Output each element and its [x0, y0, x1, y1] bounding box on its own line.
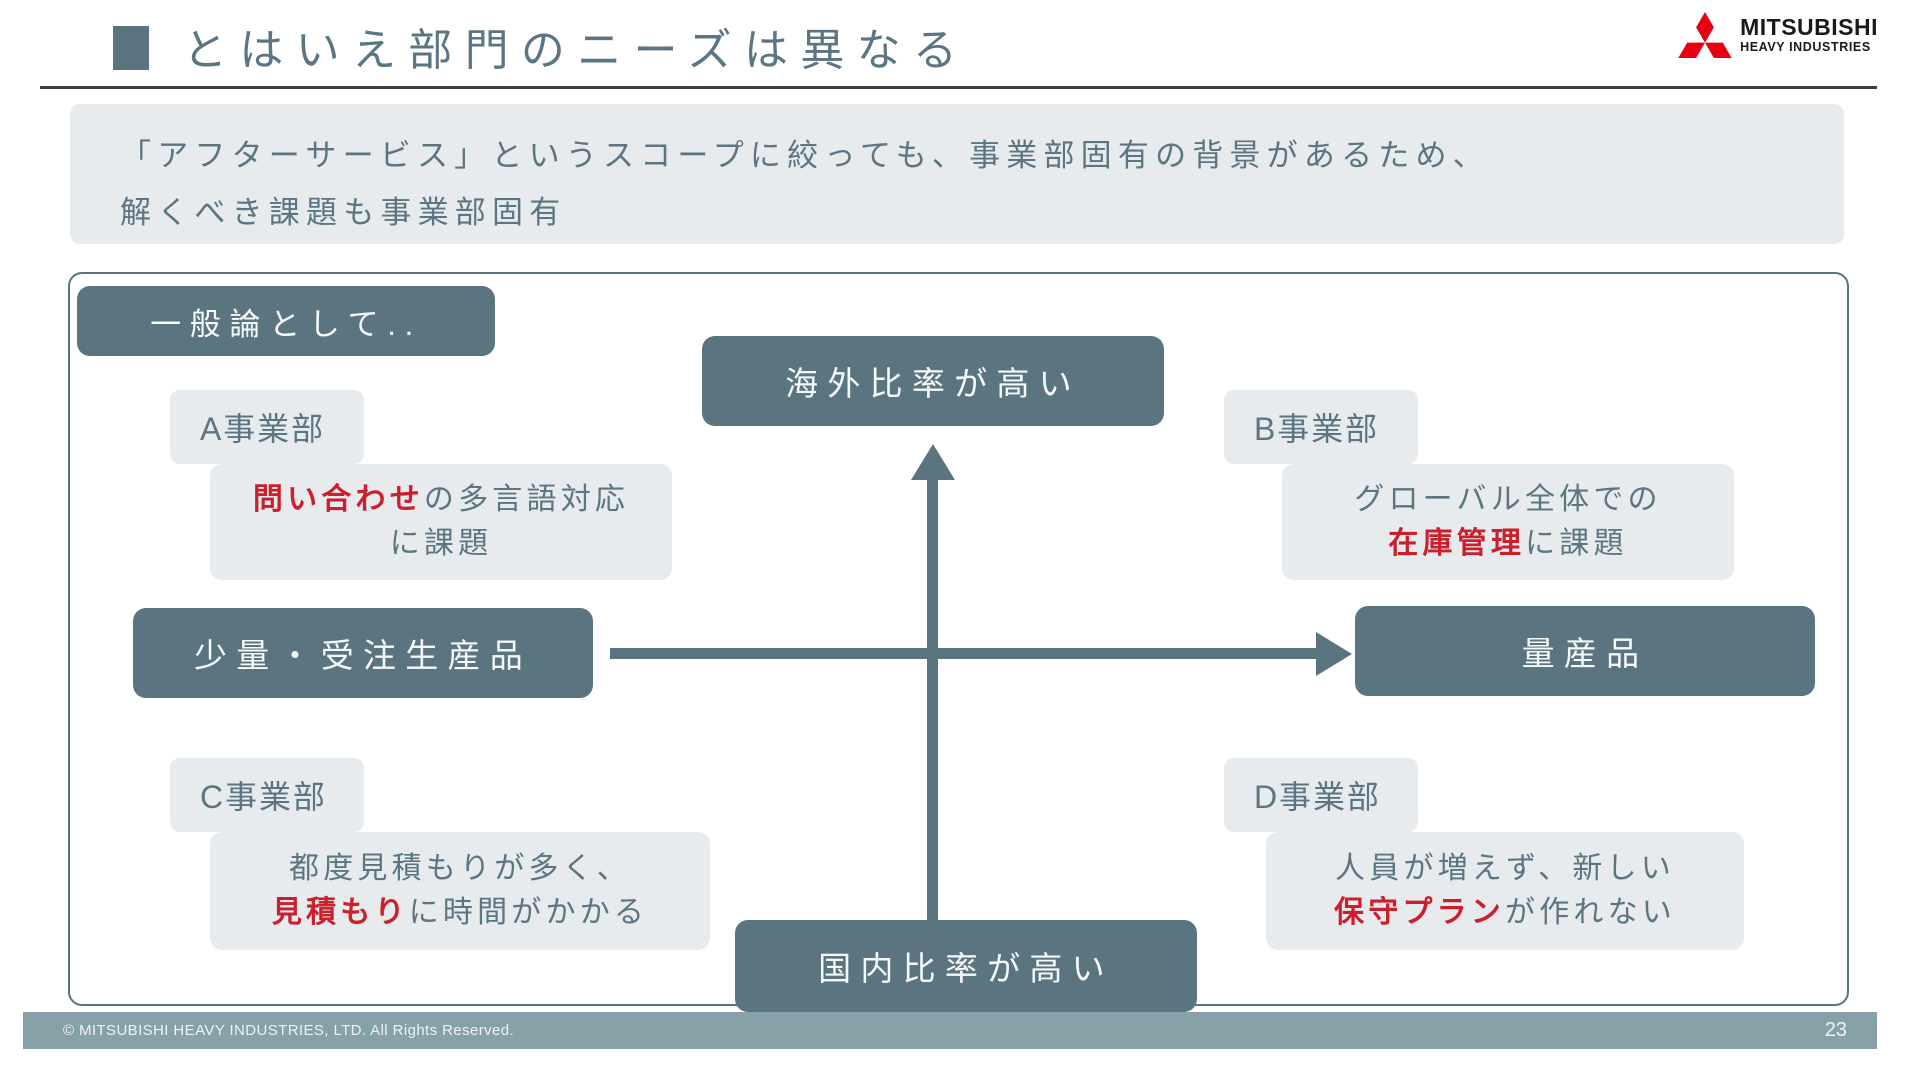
division-a-note: 問い合わせの多言語対応 に課題 [210, 464, 672, 580]
note-line: グローバル全体での [1282, 478, 1734, 522]
note-line: 人員が増えず、新しい [1266, 847, 1744, 891]
vertical-axis-line [927, 474, 938, 924]
note-line: 問い合わせの多言語対応 [210, 478, 672, 522]
note-text: に課題 [389, 527, 493, 560]
footer-band: © MITSUBISHI HEAVY INDUSTRIES, LTD. All … [23, 1012, 1877, 1049]
note-line: に課題 [210, 522, 672, 566]
note-text: に時間がかかる [408, 896, 649, 929]
axis-bottom-label: 国内比率が高い [735, 920, 1197, 1012]
note-text: 都度見積もりが多く、 [289, 852, 631, 885]
axis-top-label: 海外比率が高い [702, 336, 1164, 426]
mitsubishi-three-diamonds-icon [1678, 12, 1732, 58]
horizontal-axis-line [610, 648, 1318, 659]
lead-line-1: 「アフターサービス」というスコープに絞っても、事業部固有の背景があるため、 [120, 138, 1490, 173]
title-bullet-square [113, 26, 149, 70]
note-line: 保守プランが作れない [1266, 891, 1744, 935]
copyright-text: © MITSUBISHI HEAVY INDUSTRIES, LTD. All … [63, 1022, 515, 1039]
page-title: とはいえ部門のニーズは異なる [183, 26, 970, 75]
note-line: 見積もりに時間がかかる [210, 891, 710, 935]
note-text: グローバル全体での [1354, 483, 1662, 516]
division-d-label: D事業部 [1224, 758, 1418, 832]
division-c-note: 都度見積もりが多く、 見積もりに時間がかかる [210, 832, 710, 950]
axis-left-label: 少量・受注生産品 [133, 608, 593, 698]
note-text: が作れない [1505, 896, 1676, 929]
general-note-chip: 一般論として.. [77, 286, 495, 356]
note-text: に課題 [1525, 527, 1628, 560]
note-text: 人員が増えず、新しい [1335, 852, 1675, 885]
note-emphasis: 保守プラン [1334, 896, 1505, 929]
division-b-label: B事業部 [1224, 390, 1418, 464]
note-emphasis: 在庫管理 [1388, 527, 1526, 560]
up-arrowhead-icon [911, 444, 955, 480]
logo-brand-text: MITSUBISHI [1740, 14, 1878, 41]
mhi-logo: MITSUBISHI HEAVY INDUSTRIES [1678, 12, 1878, 58]
lead-line-2: 解くべき課題も事業部固有 [120, 195, 567, 231]
note-emphasis: 見積もり [271, 896, 409, 929]
axis-right-label: 量産品 [1355, 606, 1815, 696]
lead-message-text: 「アフターサービス」というスコープに絞っても、事業部固有の背景があるため、解くべ… [70, 104, 1844, 242]
division-c-label: C事業部 [170, 758, 364, 832]
division-a-label: A事業部 [170, 390, 364, 464]
page-number: 23 [1824, 1019, 1847, 1041]
title-divider [40, 86, 1877, 89]
logo-sub-text: HEAVY INDUSTRIES [1740, 40, 1871, 55]
note-line: 在庫管理に課題 [1282, 522, 1734, 566]
lead-message-box: 「アフターサービス」というスコープに絞っても、事業部固有の背景があるため、解くべ… [70, 104, 1844, 244]
quadrant-diagram: 一般論として.. 海外比率が高い 少量・受注生産品 量産品 A事業部 問い合わせ… [68, 272, 1849, 1012]
note-text: の多言語対応 [423, 483, 630, 516]
division-d-note: 人員が増えず、新しい 保守プランが作れない [1266, 832, 1744, 950]
division-b-note: グローバル全体での 在庫管理に課題 [1282, 464, 1734, 580]
note-line: 都度見積もりが多く、 [210, 847, 710, 891]
right-arrowhead-icon [1316, 632, 1352, 676]
logo-wordmark: MITSUBISHI HEAVY INDUSTRIES [1740, 16, 1878, 54]
note-emphasis: 問い合わせ [252, 483, 424, 516]
